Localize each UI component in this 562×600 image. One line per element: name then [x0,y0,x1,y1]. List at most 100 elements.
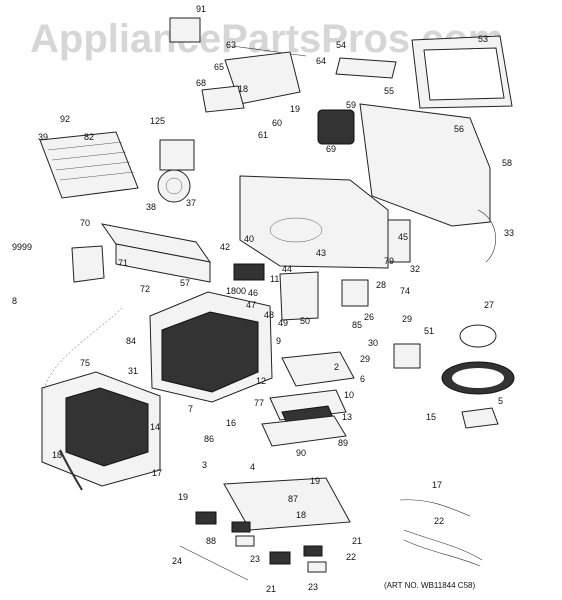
callout-label-61: 61 [258,130,268,140]
callout-label-63: 63 [226,40,236,50]
part-21-filter-b [269,551,291,565]
callout-label-11: 11 [270,274,279,284]
callout-label-89: 89 [338,438,348,448]
callout-label-45: 45 [398,232,408,242]
part-91-card [169,17,201,43]
part-79-panel [387,219,411,263]
callout-label-92: 92 [60,114,70,124]
callout-label-17: 17 [152,468,162,478]
callout-label-13: 13 [342,412,352,422]
callout-label-23: 23 [308,582,318,592]
part-64-rod [231,45,307,57]
callout-label-21: 21 [266,584,276,594]
part-88-harness-2 [403,539,481,567]
fan-hub [165,177,183,195]
callout-label-39: 39 [38,132,48,142]
callout-label-58: 58 [502,158,512,168]
callout-label-49: 49 [278,318,288,328]
door-assembly-boundary [43,307,123,391]
part-68-bracket [201,85,245,113]
callout-label-3: 3 [202,460,207,470]
callout-label-43: 43 [316,248,326,258]
callout-label-75: 75 [80,358,90,368]
cavity-turntable-ring [269,217,323,243]
callout-label-54: 54 [336,40,346,50]
part-86-pad [461,407,499,429]
callout-label-24: 24 [172,556,182,566]
callout-label-74: 74 [400,286,410,296]
callout-label-7: 7 [188,404,193,414]
art-number: (ART NO. WB11844 C58) [384,581,475,590]
callout-label-5: 5 [498,396,503,406]
callout-label-9: 9 [276,336,281,346]
callout-label-70: 70 [80,218,90,228]
callout-label-22: 22 [346,552,356,562]
callout-label-18: 18 [238,84,248,94]
part-74-transformer [341,279,369,307]
callout-label-17: 17 [432,480,442,490]
part-24-rod [179,545,249,581]
callout-label-12: 12 [256,376,266,386]
callout-label-71: 71 [118,258,128,268]
callout-label-59: 59 [346,100,356,110]
part-3-handle [59,449,83,491]
part-54-vent [335,57,397,79]
part-43-board [279,271,319,321]
callout-label-29: 29 [402,314,412,324]
part-cavity [239,175,389,269]
part-9999-manual [71,245,105,283]
callout-label-56: 56 [454,124,464,134]
callout-label-15: 15 [426,412,436,422]
callout-label-87: 87 [288,494,298,504]
callout-label-9999: 9999 [12,242,32,252]
part-37-fan [157,169,191,203]
callout-label-46: 46 [248,288,258,298]
callout-label-21: 21 [352,536,362,546]
part-53-frame-opening [423,47,505,101]
callout-label-18: 18 [296,510,306,520]
callout-label-65: 65 [214,62,224,72]
callout-label-60: 60 [272,118,282,128]
callout-label-51: 51 [424,326,434,336]
callout-label-72: 72 [140,284,150,294]
part-22-vent-a [231,521,251,533]
callout-label-125: 125 [150,116,165,126]
callout-label-19: 19 [290,104,300,114]
turntable-center [452,368,504,388]
callout-label-40: 40 [244,234,254,244]
callout-label-14: 14 [150,422,160,432]
part-87-harness [399,499,471,517]
callout-label-4: 4 [250,462,255,472]
callout-label-55: 55 [384,86,394,96]
callout-label-31: 31 [128,366,138,376]
part-75-capacitor [393,343,421,369]
callout-label-38: 38 [146,202,156,212]
callout-label-2: 2 [334,362,339,372]
callout-label-23: 23 [250,554,260,564]
callout-label-47: 47 [246,300,256,310]
callout-label-1800: 1800 [226,286,246,296]
callout-label-90: 90 [296,448,306,458]
rack-grid [47,141,135,181]
part-21-filter-a [195,511,217,525]
callout-label-8: 8 [12,296,17,306]
part-70-grille-front [115,243,211,283]
callout-label-19: 19 [310,476,320,486]
callout-label-88: 88 [206,536,216,546]
callout-label-6: 6 [360,374,365,384]
callout-label-32: 32 [410,264,420,274]
callout-label-48: 48 [264,310,274,320]
callout-label-29: 29 [360,354,370,364]
callout-label-50: 50 [300,316,310,326]
callout-label-28: 28 [376,280,386,290]
callout-label-42: 42 [220,242,230,252]
callout-label-69: 69 [326,144,336,154]
callout-label-68: 68 [196,78,206,88]
callout-label-27: 27 [484,300,494,310]
part-10-door-screen [161,311,259,393]
part-84-roller-ring [459,324,497,348]
part-23-lens-a [235,535,255,547]
callout-label-10: 10 [344,390,354,400]
